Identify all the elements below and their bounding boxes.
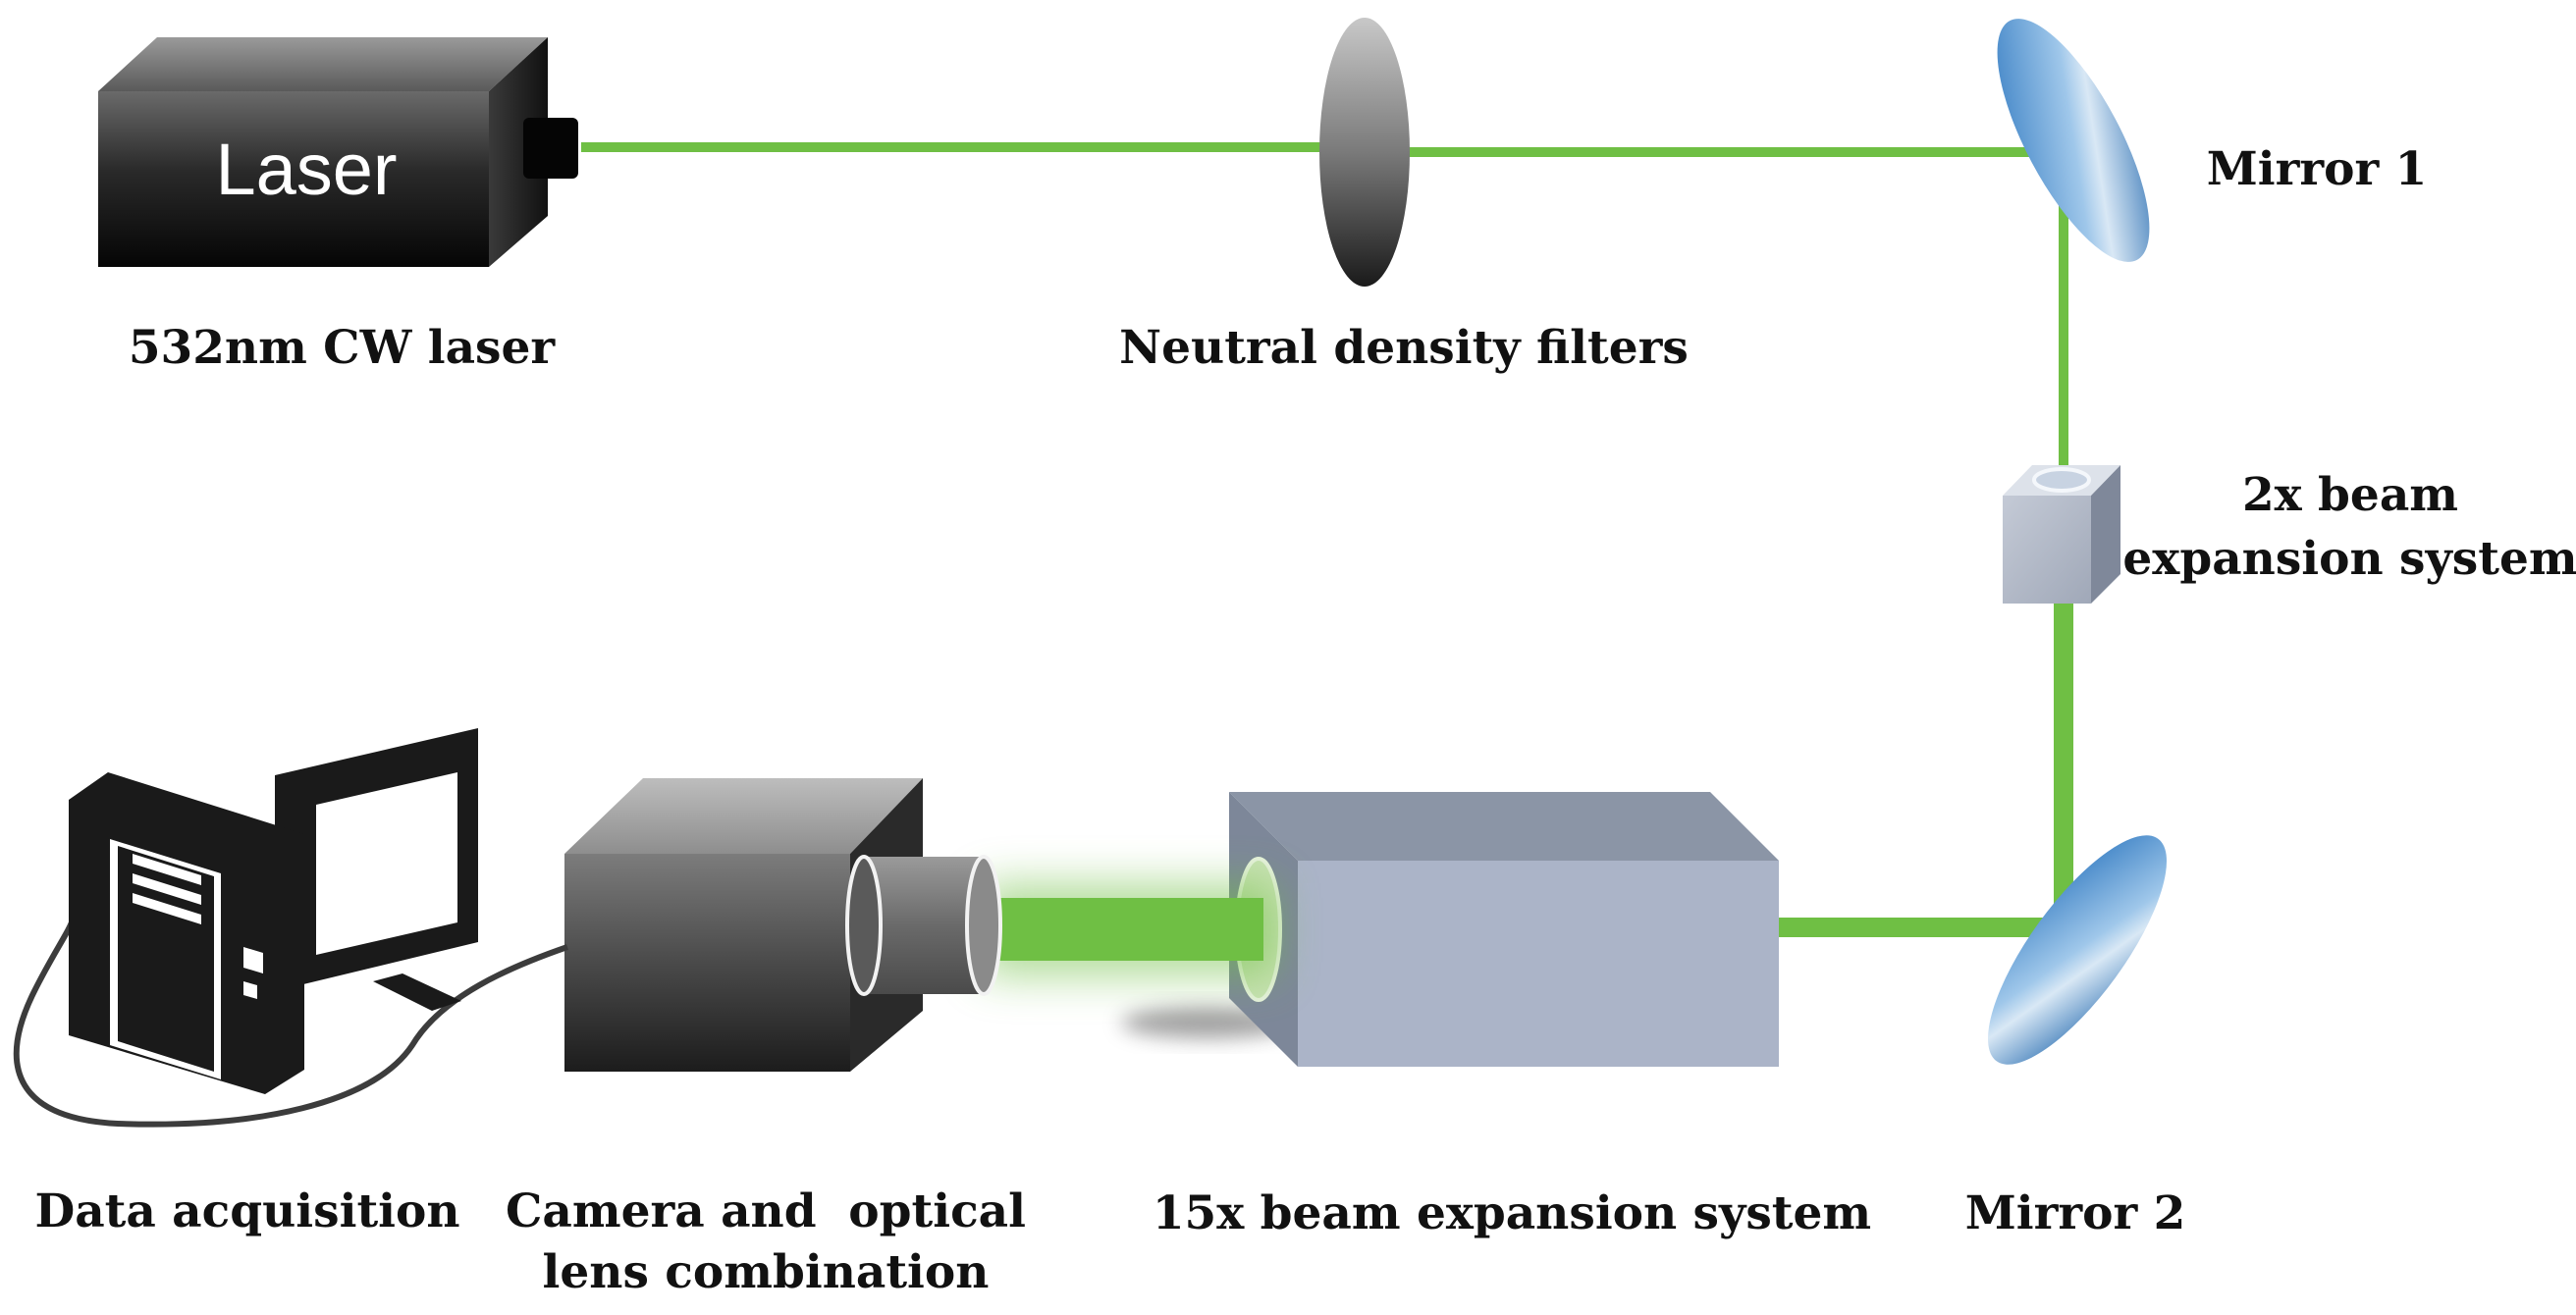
expander-15x-top-face (1229, 792, 1779, 861)
tower-vent-3 (133, 893, 201, 924)
laser-device: Laser (98, 37, 578, 267)
laser-front-face (98, 91, 489, 267)
laser-aperture (523, 118, 578, 179)
monitor-screen (316, 772, 457, 955)
tower-button (243, 981, 257, 999)
mirror-2 (1988, 835, 2167, 1065)
computer-label: Data acquisition (34, 1184, 459, 1238)
filter-label: Neutral density filters (1119, 321, 1689, 375)
camera-front-face (564, 854, 850, 1072)
camera-label-line1: Camera and optical (506, 1184, 1026, 1238)
expander-15x-front-face (1298, 861, 1779, 1067)
beam-expander-2x (2003, 465, 2120, 604)
mirror-1 (1997, 19, 2150, 262)
computer-icon (69, 728, 478, 1094)
neutral-density-filter (1319, 18, 1410, 287)
laser-top-face (98, 37, 548, 91)
mirror-2-label: Mirror 2 (1965, 1186, 2186, 1240)
camera-top-face (564, 778, 923, 854)
tower-vent-1 (133, 854, 201, 885)
laser-side-face (489, 37, 548, 267)
cube-side-face (2091, 465, 2120, 604)
cube-front-face (2003, 496, 2091, 604)
laser-label: 532nm CW laser (129, 321, 557, 375)
laser-body-text: Laser (215, 129, 397, 210)
tower-drive-slot (243, 947, 263, 973)
camera-lens-front (965, 855, 1002, 996)
camera-lens-barrel (864, 857, 984, 994)
camera-label-line2: lens combination (543, 1245, 990, 1299)
expander-2x-label-line1: 2x beam (2242, 468, 2458, 522)
camera-device (564, 778, 1002, 1072)
mirror-1-label: Mirror 1 (2207, 142, 2428, 196)
expanded-beam (982, 883, 1276, 976)
monitor-stand (373, 973, 461, 1011)
computer-camera-cable (13, 916, 568, 1128)
cube-top-aperture (2032, 467, 2091, 493)
camera-lens-back-rim (845, 855, 883, 996)
expander-15x-label: 15x beam expansion system (1153, 1186, 1871, 1240)
expanded-beam-core (993, 898, 1263, 961)
expander-2x-label-line2: expansion system (2122, 532, 2576, 586)
tower-vent-2 (133, 873, 201, 905)
